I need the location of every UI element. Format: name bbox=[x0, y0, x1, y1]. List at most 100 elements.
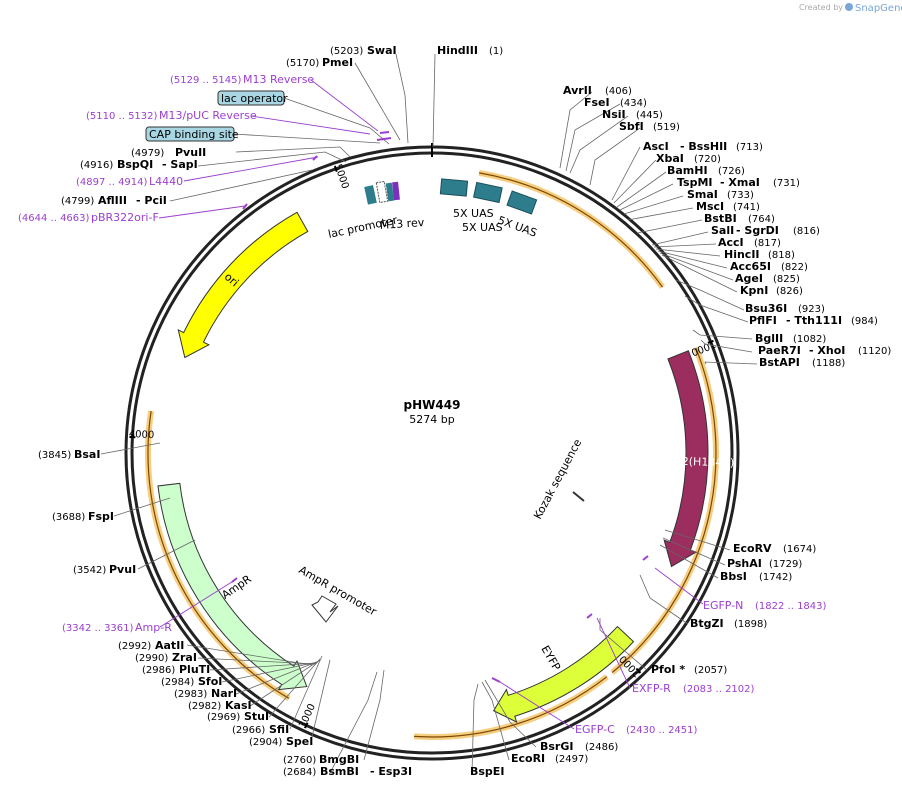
m13-rev-primer-block bbox=[392, 181, 400, 201]
site-stui: StuI bbox=[244, 710, 269, 723]
primer-egfp-n: EGFP-N bbox=[703, 599, 743, 612]
site-pshai: PshAI bbox=[727, 557, 762, 570]
site-sgrdi: - SgrDI bbox=[736, 224, 779, 237]
site-sfoi: SfoI bbox=[198, 675, 222, 688]
site-pos-pfoi: (2057) bbox=[694, 665, 727, 676]
tick-label: 5000 bbox=[332, 163, 351, 191]
primer-leader-lines bbox=[158, 79, 704, 730]
tick-mark bbox=[635, 667, 642, 674]
site-pos-nsii: (445) bbox=[636, 110, 663, 121]
site-pos-hindiii: (1) bbox=[489, 46, 503, 57]
site-hindiii: HindIII bbox=[437, 44, 478, 57]
primer-amp-r: Amp-R bbox=[135, 621, 172, 634]
site-pos-afliii: (4799) bbox=[61, 196, 94, 207]
site-pos-smai: (733) bbox=[727, 190, 754, 201]
leader-lines bbox=[100, 53, 758, 774]
site-pos-pmei: (5170) bbox=[286, 58, 319, 69]
orf-arc bbox=[611, 347, 717, 673]
site-smai: SmaI bbox=[687, 188, 718, 201]
site-sapi: - SapI bbox=[162, 158, 198, 171]
feature-ampr bbox=[157, 482, 308, 691]
lac-promoter-block bbox=[364, 185, 377, 205]
site-ecori: EcoRI bbox=[511, 752, 545, 765]
site-pos-pflfi: (984) bbox=[851, 316, 878, 327]
site-fsei: FseI bbox=[584, 96, 610, 109]
plasmid-name: pHW449 bbox=[404, 398, 461, 412]
site-bsrgi: BsrGI bbox=[540, 740, 573, 753]
site-bsai: BsaI bbox=[74, 448, 100, 461]
primer-range-pbr322ori-f: (4644 .. 4663) bbox=[18, 213, 90, 224]
primer-m13-reverse: M13 Reverse bbox=[243, 73, 314, 86]
site-hincii: HincII bbox=[724, 248, 760, 261]
site-tspmi: TspMI bbox=[677, 176, 713, 189]
site-zrai: ZraI bbox=[172, 651, 197, 664]
site-pos-sbfi: (519) bbox=[653, 122, 680, 133]
primer-range-egfp-c: (2430 .. 2451) bbox=[626, 725, 698, 736]
site-bsshii: - BssHII bbox=[680, 140, 727, 153]
site-pvui: PvuI bbox=[109, 563, 136, 576]
site-pos-msci: (741) bbox=[733, 202, 760, 213]
backbone bbox=[124, 145, 740, 761]
orf-arc-highlight bbox=[478, 169, 665, 289]
site-pos-fsei: (434) bbox=[620, 98, 647, 109]
lac-operator-box-label: lac operator bbox=[221, 92, 288, 105]
site-pos-xbai: (720) bbox=[694, 154, 721, 165]
primer-range-exfp-r: (2083 .. 2102) bbox=[683, 684, 755, 695]
tick-label: 1000 bbox=[689, 338, 717, 358]
site-afliii: AflIII bbox=[98, 194, 127, 207]
site-pos-asci: (713) bbox=[736, 142, 763, 153]
site-bamhi: BamHI bbox=[667, 164, 708, 177]
uas-block-2 bbox=[473, 181, 503, 204]
lac-operator-block bbox=[375, 180, 389, 204]
site-xmai: - XmaI bbox=[720, 176, 760, 189]
site-pos-zrai: (2990) bbox=[135, 653, 168, 664]
backbone-outer-strand bbox=[124, 145, 740, 761]
site-pos-btgzi: (1898) bbox=[734, 619, 767, 630]
ampr-promoter-feature bbox=[311, 595, 339, 623]
m13-rev-label: M13 rev bbox=[379, 216, 425, 232]
primer-pbr322ori-f: pBR322ori-F bbox=[91, 211, 159, 224]
site-btgzi: BtgZI bbox=[690, 617, 724, 630]
tick-mark bbox=[707, 339, 714, 344]
orf-arc bbox=[147, 410, 290, 699]
site-kpni: KpnI bbox=[740, 284, 768, 297]
site-pos-bstapi: (1188) bbox=[812, 358, 845, 369]
site-pos-bamhi: (726) bbox=[718, 166, 745, 177]
site-sali: SalI bbox=[711, 224, 734, 237]
site-pos-sfoi: (2984) bbox=[161, 677, 194, 688]
site-xbai: XbaI bbox=[656, 152, 684, 165]
site-pvuii: PvuII bbox=[175, 146, 206, 159]
orf-arcs bbox=[144, 169, 719, 740]
primer-range-m13-reverse: (5129 .. 5145) bbox=[170, 75, 242, 86]
site-pos-kasi: (2982) bbox=[188, 701, 221, 712]
site-fspi: FspI bbox=[88, 510, 114, 523]
primer-egfp-c: EGFP-C bbox=[575, 723, 615, 736]
orf-arc bbox=[479, 172, 663, 288]
primer-markers bbox=[231, 131, 649, 683]
primer-range-m13puc-reverse: (5110 .. 5132) bbox=[86, 111, 158, 122]
site-pos-stui: (2969) bbox=[207, 712, 240, 723]
primer-range-l4440: (4897 .. 4914) bbox=[76, 177, 148, 188]
kozak-sequence-mark bbox=[572, 491, 585, 502]
site-acci: AccI bbox=[718, 236, 744, 249]
primer-range-amp-r: (3342 .. 3361) bbox=[62, 623, 134, 634]
feature-chr2-h134r- bbox=[663, 350, 709, 568]
site-pmei: PmeI bbox=[322, 56, 353, 69]
cap-binding-block bbox=[385, 182, 395, 202]
primer-exfp-r: EXFP-R bbox=[632, 682, 671, 695]
tick-label: 3000 bbox=[297, 702, 318, 730]
site-bstbi: BstBI bbox=[704, 212, 737, 225]
site-esp3i: - Esp3I bbox=[370, 765, 412, 778]
site-bsmbi: BsmBI bbox=[320, 765, 359, 778]
tick-label: 4000 bbox=[129, 429, 155, 441]
site-pos-bsrgi: (2486) bbox=[585, 742, 618, 753]
site-pluti: PluTI bbox=[179, 663, 210, 676]
site-pos-nari: (2983) bbox=[174, 689, 207, 700]
site-paer7i: PaeR7I bbox=[758, 344, 801, 357]
site-spei: SpeI bbox=[286, 735, 313, 748]
site-pos-ecorv: (1674) bbox=[783, 544, 816, 555]
site-xhoi: - XhoI bbox=[809, 344, 845, 357]
site-pos-agei: (825) bbox=[773, 274, 800, 285]
site-pos-fspi: (3688) bbox=[52, 512, 85, 523]
tick-mark bbox=[304, 722, 309, 729]
